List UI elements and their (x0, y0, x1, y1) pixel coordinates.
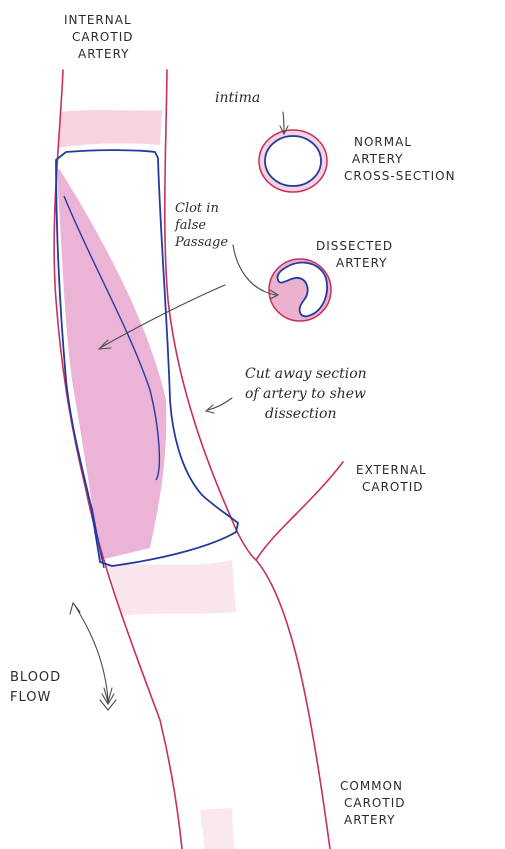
label-clot-in-false-passage: Clot in false Passage (175, 200, 228, 251)
label-external-carotid: EXTERNAL CAROTID (356, 462, 427, 496)
label-common-carotid-artery: COMMON CAROTID ARTERY (340, 778, 405, 829)
label-normal-artery-cross-section: NORMAL ARTERY CROSS-SECTION (344, 134, 456, 185)
normal-artery-cross-section (259, 130, 327, 192)
clot-shading (56, 168, 166, 560)
label-blood-flow: BLOOD FLOW (10, 668, 61, 708)
label-cut-away-section: Cut away section of artery to shew disse… (245, 364, 367, 424)
label-dissected-artery: DISSECTED ARTERY (316, 238, 393, 272)
label-internal-carotid-artery: INTERNAL CAROTID ARTERY (64, 12, 133, 63)
label-intima: intima (215, 90, 260, 107)
